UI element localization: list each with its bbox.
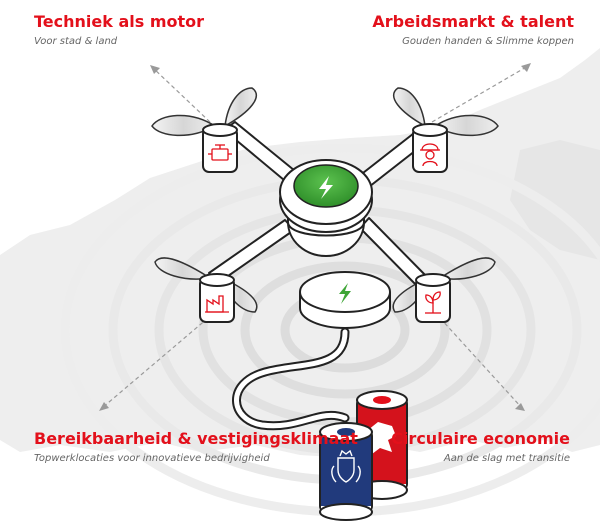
arrow-top-left	[152, 67, 211, 123]
label-top-right: Arbeidsmarkt & talent Gouden handen & Sl…	[372, 12, 574, 49]
label-title: Techniek als motor	[34, 12, 205, 31]
label-bottom-left: Bereikbaarheid & vestigingsklimaat Topwe…	[34, 429, 358, 466]
label-title: Bereikbaarheid & vestigingsklimaat	[34, 429, 358, 448]
worker-icon	[420, 143, 440, 167]
charger-lightning-icon	[339, 283, 351, 304]
label-title: Arbeidsmarkt & talent	[372, 12, 574, 31]
motor-top-left	[202, 123, 238, 173]
arrow-bottom-left	[101, 317, 209, 409]
motor-bottom-left	[199, 273, 235, 323]
engine-icon	[208, 144, 232, 161]
battery-blue	[319, 422, 373, 521]
arrow-top-right	[431, 65, 529, 123]
arrow-heads	[99, 63, 531, 411]
motor-bottom-right	[415, 273, 451, 323]
lion-icon	[368, 422, 396, 454]
label-top-left: Techniek als motor Voor stad & land	[34, 12, 204, 49]
arrow-bottom-right	[439, 317, 523, 409]
drone-body	[279, 159, 373, 257]
drone-lightning-icon	[319, 176, 333, 199]
propeller-top-right	[392, 87, 499, 137]
direction-arrows	[101, 65, 529, 409]
sprout-icon	[425, 291, 441, 314]
label-subtitle: Gouden handen & Slimme koppen	[402, 36, 574, 47]
label-subtitle: Topwerklocaties voor innovatieve bedrijv…	[34, 453, 270, 464]
map-silhouette	[0, 48, 600, 458]
charging-pad	[299, 271, 391, 329]
label-subtitle: Voor stad & land	[34, 36, 118, 47]
label-subtitle: Aan de slag met transitie	[443, 453, 570, 464]
label-title: Circulaire economie	[391, 429, 570, 448]
coat-of-arms-icon	[331, 449, 361, 483]
drone-arms	[208, 121, 433, 293]
motor-top-right	[412, 123, 448, 173]
propeller-top-left	[151, 87, 258, 137]
factory-icon	[205, 295, 229, 313]
label-bottom-right: Circulaire economie Aan de slag met tran…	[391, 429, 570, 466]
